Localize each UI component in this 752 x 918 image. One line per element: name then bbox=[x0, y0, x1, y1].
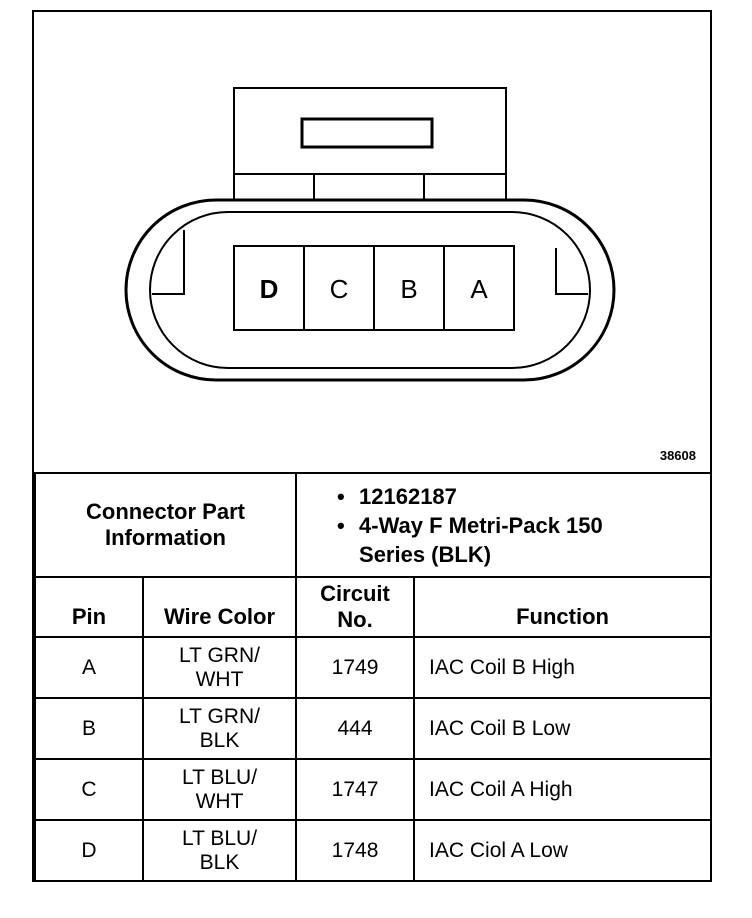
figure-id: 38608 bbox=[659, 448, 696, 463]
cell-function: IAC Ciol A Low bbox=[413, 819, 713, 882]
cell-wire-color: LT BLU/ BLK bbox=[141, 819, 298, 882]
part-info-label: Connector Part Information bbox=[33, 472, 298, 578]
pin-label-c: C bbox=[330, 274, 349, 304]
header-circuit: Circuit No. bbox=[295, 576, 416, 638]
wire-color-line2: WHT bbox=[195, 789, 244, 813]
cell-circuit: 1748 bbox=[295, 819, 416, 882]
part-info-row: Connector Part Information • 12162187 • … bbox=[33, 472, 713, 578]
pin-label-a: A bbox=[470, 274, 488, 304]
bullet: • bbox=[337, 512, 345, 538]
table-row: C LT BLU/ WHT 1747 IAC Coil A High bbox=[34, 758, 713, 821]
pin-label-b: B bbox=[400, 274, 417, 304]
header-pin: Pin bbox=[34, 576, 144, 638]
table-row: B LT GRN/ BLK 444 IAC Coil B Low bbox=[34, 697, 713, 760]
header-circuit-line1: Circuit bbox=[320, 581, 390, 606]
cell-pin: C bbox=[34, 758, 144, 821]
wire-color-line1: LT BLU/ bbox=[181, 765, 258, 789]
wire-color-line1: LT GRN/ bbox=[179, 704, 260, 728]
bullet: • bbox=[337, 483, 345, 509]
connector-key-right bbox=[555, 248, 588, 295]
cell-wire-color: LT BLU/ WHT bbox=[141, 758, 298, 821]
part-number: 12162187 bbox=[359, 483, 457, 509]
part-info-label-line2: Information bbox=[105, 525, 226, 550]
connector-latch-window bbox=[300, 117, 434, 149]
table-row: A LT GRN/ WHT 1749 IAC Coil B High bbox=[34, 636, 713, 699]
header-function: Function bbox=[413, 576, 713, 638]
connector-tab-left bbox=[233, 173, 315, 201]
table-row: D LT BLU/ BLK 1748 IAC Ciol A Low bbox=[34, 819, 713, 882]
cell-wire-color: LT GRN/ WHT bbox=[141, 636, 298, 699]
cell-pin: A bbox=[34, 636, 144, 699]
cell-function: IAC Coil B High bbox=[413, 636, 713, 699]
cell-circuit: 1747 bbox=[295, 758, 416, 821]
pin-table: Connector Part Information • 12162187 • … bbox=[33, 472, 713, 882]
cell-function: IAC Coil B Low bbox=[413, 697, 713, 760]
cell-circuit: 444 bbox=[295, 697, 416, 760]
wire-color-line2: BLK bbox=[199, 728, 240, 752]
wire-color-line2: WHT bbox=[195, 667, 244, 691]
connector-key-left bbox=[152, 230, 185, 295]
part-info-label-line1: Connector Part bbox=[86, 499, 245, 524]
connector-tab-right bbox=[423, 173, 507, 201]
wire-color-line1: LT BLU/ bbox=[181, 826, 258, 850]
part-series-line2: Series (BLK) bbox=[359, 541, 492, 567]
wire-color-line2: BLK bbox=[199, 850, 240, 874]
cell-function: IAC Coil A High bbox=[413, 758, 713, 821]
part-info-values: • 12162187 • 4-Way F Metri-Pack 150 Seri… bbox=[295, 472, 713, 578]
cell-circuit: 1749 bbox=[295, 636, 416, 699]
wire-color-line1: LT GRN/ bbox=[179, 643, 260, 667]
header-wire-color: Wire Color bbox=[141, 576, 298, 638]
part-series-item: • 4-Way F Metri-Pack 150 bbox=[337, 511, 710, 540]
cell-pin: B bbox=[34, 697, 144, 760]
cell-pin: D bbox=[34, 819, 144, 882]
pin-label-d: D bbox=[260, 274, 279, 304]
part-number-item: • 12162187 bbox=[337, 482, 710, 511]
part-series-line1: 4-Way F Metri-Pack 150 bbox=[359, 512, 603, 538]
header-circuit-line2: No. bbox=[337, 607, 373, 632]
pin-cavity-d bbox=[233, 245, 305, 331]
connector-tab-middle bbox=[313, 173, 425, 201]
cell-wire-color: LT GRN/ BLK bbox=[141, 697, 298, 760]
table-header-row: Pin Wire Color Circuit No. Function bbox=[34, 576, 713, 638]
pin-cavity-a bbox=[443, 245, 515, 331]
